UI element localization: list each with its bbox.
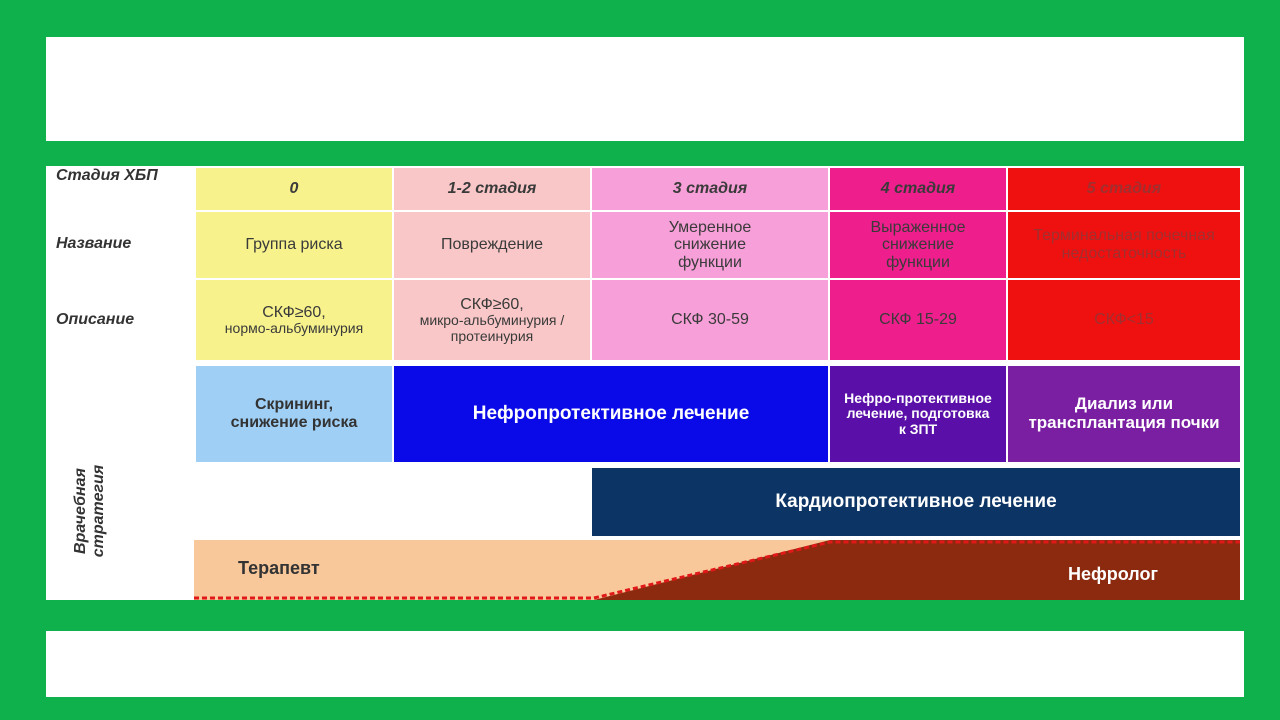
ckd-stage-table: Стадия ХБП Название Описание Врачебная с…: [46, 166, 1244, 600]
stage-name-2: Умеренное снижение функции: [592, 212, 828, 278]
strategy-nephro-rrt: Нефро-протективное лечение, подготовка к…: [830, 366, 1006, 462]
nephrologist-area: [594, 540, 1240, 600]
stage-name-1: Повреждение: [394, 212, 590, 278]
stage-header-2: 3 стадия: [592, 168, 828, 210]
stage-description-3: СКФ 15-29: [830, 280, 1006, 360]
stage-header-4: 5 стадия: [1008, 168, 1240, 210]
strategy-nephroprotective: Нефропротективное лечение: [394, 366, 828, 462]
desc-sub-1: микро-альбуминурия / протеинурия: [419, 312, 565, 344]
stage-name-0: Группа риска: [196, 212, 392, 278]
row-label-stage: Стадия ХБП: [56, 167, 158, 184]
stage-header-0: 0: [196, 168, 392, 210]
strategy-cardioprotective: Кардиопротективное лечение: [592, 468, 1240, 536]
desc-main-1: СКФ≥60,: [460, 295, 524, 313]
stage-description-1: СКФ≥60, микро-альбуминурия / протеинурия: [394, 280, 590, 360]
top-blank-panel: [46, 37, 1244, 141]
therapist-label: Терапевт: [238, 558, 320, 578]
row-label-strategy: Врачебная стратегия: [72, 464, 108, 558]
strategy-screening: Скрининг, снижение риска: [196, 366, 392, 462]
row-label-name: Название: [56, 235, 132, 252]
strategy-dialysis: Диализ или трансплантация почки: [1008, 366, 1240, 462]
desc-main-0: СКФ≥60,: [262, 303, 326, 321]
doctor-transition-graphic: [194, 540, 1240, 600]
desc-sub-0: нормо-альбуминурия: [224, 320, 364, 337]
stage-description-4: СКФ<15: [1008, 280, 1240, 360]
stage-description-0: СКФ≥60, нормо-альбуминурия: [196, 280, 392, 360]
stage-name-3: Выраженное снижение функции: [830, 212, 1006, 278]
transition-dashed-line: [194, 540, 1240, 600]
row-label-description: Описание: [56, 311, 135, 328]
stage-header-3: 4 стадия: [830, 168, 1006, 210]
stage-header-1: 1-2 стадия: [394, 168, 590, 210]
stage-name-4: Терминальная почечная недостаточность: [1008, 212, 1240, 278]
stage-description-2: СКФ 30-59: [592, 280, 828, 360]
bottom-blank-panel: [46, 631, 1244, 697]
nephrologist-label: Нефролог: [1068, 564, 1158, 584]
